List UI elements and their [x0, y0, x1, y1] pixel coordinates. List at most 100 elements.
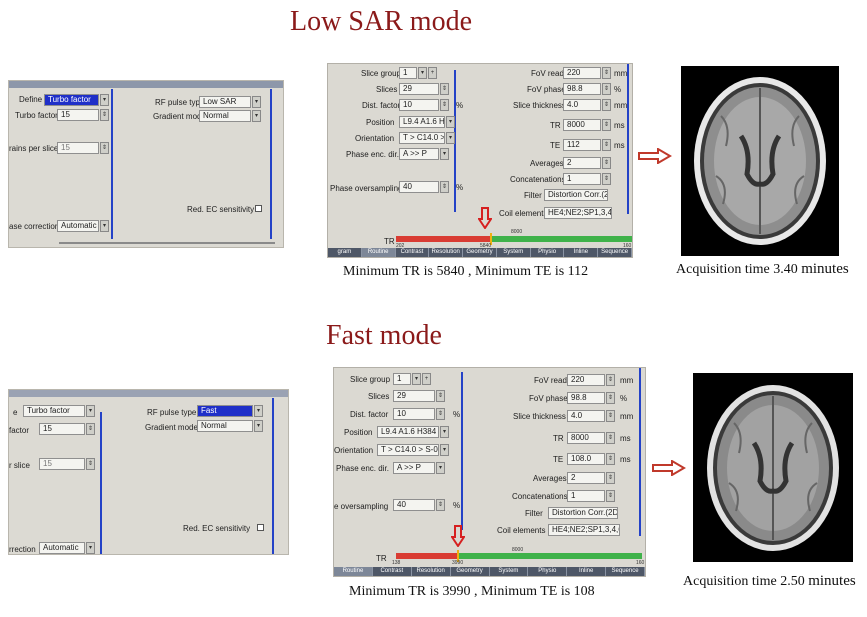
dist-factor-input[interactable]: 10 — [393, 408, 435, 420]
trains-stepper-icon[interactable]: ⇕ — [100, 142, 109, 154]
tab-routine[interactable]: Routine — [361, 248, 396, 257]
slices-stepper-icon[interactable]: ⇕ — [436, 390, 445, 402]
orientation-select[interactable]: T > C14.0 > S-0 — [377, 444, 439, 456]
fov-read-input[interactable]: 220 — [563, 67, 601, 79]
tab-routine[interactable]: Routine — [334, 567, 373, 576]
tab-inline[interactable]: Inline — [567, 567, 607, 576]
slice-group-dropdown-icon[interactable]: ▾ — [412, 373, 421, 385]
dist-factor-stepper-icon[interactable]: ⇕ — [440, 99, 449, 111]
phase-oversampling-input[interactable]: 40 — [393, 499, 435, 511]
tab-sequence[interactable]: Sequence — [598, 248, 632, 257]
tab-inline[interactable]: Inline — [564, 248, 599, 257]
phase-correction-select[interactable]: Automatic — [57, 220, 99, 232]
orientation-select[interactable]: T > C14.0 > S-0 — [399, 132, 445, 144]
dist-factor-stepper-icon[interactable]: ⇕ — [436, 408, 445, 420]
phase-oversampling-input[interactable]: 40 — [399, 181, 439, 193]
slice-group-select[interactable]: 1 — [399, 67, 417, 79]
slices-input[interactable]: 29 — [399, 83, 439, 95]
phase-oversampling-stepper-icon[interactable]: ⇕ — [436, 499, 445, 511]
turbo-factor-stepper-icon[interactable]: ⇕ — [86, 423, 95, 435]
define-select[interactable]: Turbo factor — [44, 94, 99, 106]
te-input[interactable]: 112 — [563, 139, 601, 151]
rf-pulse-type-select[interactable]: Fast — [197, 405, 253, 417]
tr-stepper-icon[interactable]: ⇕ — [606, 432, 615, 444]
tab-contrast[interactable]: Contrast — [396, 248, 430, 257]
concatenations-stepper-icon[interactable]: ⇕ — [602, 173, 611, 185]
phase-enc-dropdown-icon[interactable]: ▾ — [440, 148, 449, 160]
tab-resolution[interactable]: Resolution — [429, 248, 464, 257]
filter-field[interactable]: Distortion Corr.(2D) — [548, 507, 618, 519]
averages-input[interactable]: 2 — [567, 472, 605, 484]
phase-correction-select[interactable]: Automatic — [39, 542, 85, 554]
gradient-mode-select[interactable]: Normal — [199, 110, 251, 122]
fov-read-stepper-icon[interactable]: ⇕ — [602, 67, 611, 79]
position-dropdown-icon[interactable]: ▾ — [446, 116, 455, 128]
coil-elements-field[interactable]: HE4;NE2;SP1,3,4,6 — [548, 524, 620, 536]
fov-phase-stepper-icon[interactable]: ⇕ — [606, 392, 615, 404]
phase-enc-dir-select[interactable]: A >> P — [393, 462, 435, 474]
turbo-factor-stepper-icon[interactable]: ⇕ — [100, 109, 109, 121]
red-ec-sensitivity-checkbox[interactable] — [255, 205, 262, 212]
slice-thickness-input[interactable]: 4.0 — [563, 99, 601, 111]
concatenations-input[interactable]: 1 — [563, 173, 601, 185]
gradient-mode-dropdown-icon[interactable]: ▾ — [252, 110, 261, 122]
define-dropdown-icon[interactable]: ▾ — [100, 94, 109, 106]
averages-stepper-icon[interactable]: ⇕ — [606, 472, 615, 484]
tab-contrast[interactable]: Contrast — [373, 567, 412, 576]
slice-group-add-icon[interactable]: + — [422, 373, 431, 385]
tr-input[interactable]: 8000 — [567, 432, 605, 444]
te-stepper-icon[interactable]: ⇕ — [602, 139, 611, 151]
coil-elements-field[interactable]: HE4;NE2;SP1,3,4,6 — [544, 207, 612, 219]
phase-oversampling-stepper-icon[interactable]: ⇕ — [440, 181, 449, 193]
fov-phase-input[interactable]: 98.8 — [567, 392, 605, 404]
trains-per-slice-input[interactable]: 15 — [57, 142, 99, 154]
fov-read-input[interactable]: 220 — [567, 374, 605, 386]
turbo-factor-input[interactable]: 15 — [57, 109, 99, 121]
red-ec-sensitivity-checkbox[interactable] — [257, 524, 264, 531]
fov-phase-stepper-icon[interactable]: ⇕ — [602, 83, 611, 95]
trains-per-slice-input[interactable]: 15 — [39, 458, 85, 470]
fov-read-stepper-icon[interactable]: ⇕ — [606, 374, 615, 386]
orientation-dropdown-icon[interactable]: ▾ — [440, 444, 449, 456]
gradient-mode-dropdown-icon[interactable]: ▾ — [254, 420, 263, 432]
trains-stepper-icon[interactable]: ⇕ — [86, 458, 95, 470]
rf-pulse-dropdown-icon[interactable]: ▾ — [252, 96, 261, 108]
define-dropdown-icon[interactable]: ▾ — [86, 405, 95, 417]
rf-pulse-type-select[interactable]: Low SAR — [199, 96, 251, 108]
turbo-factor-input[interactable]: 15 — [39, 423, 85, 435]
phase-correction-dropdown-icon[interactable]: ▾ — [86, 542, 95, 554]
slices-stepper-icon[interactable]: ⇕ — [440, 83, 449, 95]
tab-gram[interactable]: gram — [328, 248, 362, 257]
tr-input[interactable]: 8000 — [563, 119, 601, 131]
averages-stepper-icon[interactable]: ⇕ — [602, 157, 611, 169]
tab-geometry[interactable]: Geometry — [451, 567, 490, 576]
slice-thickness-stepper-icon[interactable]: ⇕ — [602, 99, 611, 111]
te-stepper-icon[interactable]: ⇕ — [606, 453, 615, 465]
tab-physio[interactable]: Physio — [528, 567, 568, 576]
tab-system[interactable]: System — [490, 567, 529, 576]
tab-resolution[interactable]: Resolution — [412, 567, 451, 576]
tab-geometry[interactable]: Geometry — [463, 248, 497, 257]
concatenations-input[interactable]: 1 — [567, 490, 605, 502]
tr-stepper-icon[interactable]: ⇕ — [602, 119, 611, 131]
phase-correction-dropdown-icon[interactable]: ▾ — [100, 220, 109, 232]
te-input[interactable]: 108.0 — [567, 453, 605, 465]
phase-enc-dir-select[interactable]: A >> P — [399, 148, 439, 160]
orientation-dropdown-icon[interactable]: ▾ — [446, 132, 455, 144]
slices-input[interactable]: 29 — [393, 390, 435, 402]
position-dropdown-icon[interactable]: ▾ — [440, 426, 449, 438]
slice-group-add-icon[interactable]: + — [428, 67, 437, 79]
position-select[interactable]: L9.4 A1.6 H394 — [399, 116, 445, 128]
dist-factor-input[interactable]: 10 — [399, 99, 439, 111]
filter-field[interactable]: Distortion Corr.(2D) — [544, 189, 608, 201]
define-select[interactable]: Turbo factor — [23, 405, 85, 417]
averages-input[interactable]: 2 — [563, 157, 601, 169]
tab-sequence[interactable]: Sequence — [606, 567, 645, 576]
slice-group-select[interactable]: 1 — [393, 373, 411, 385]
gradient-mode-select[interactable]: Normal — [197, 420, 253, 432]
slice-thickness-stepper-icon[interactable]: ⇕ — [606, 410, 615, 422]
fov-phase-input[interactable]: 98.8 — [563, 83, 601, 95]
rf-pulse-dropdown-icon[interactable]: ▾ — [254, 405, 263, 417]
slice-group-dropdown-icon[interactable]: ▾ — [418, 67, 427, 79]
concatenations-stepper-icon[interactable]: ⇕ — [606, 490, 615, 502]
